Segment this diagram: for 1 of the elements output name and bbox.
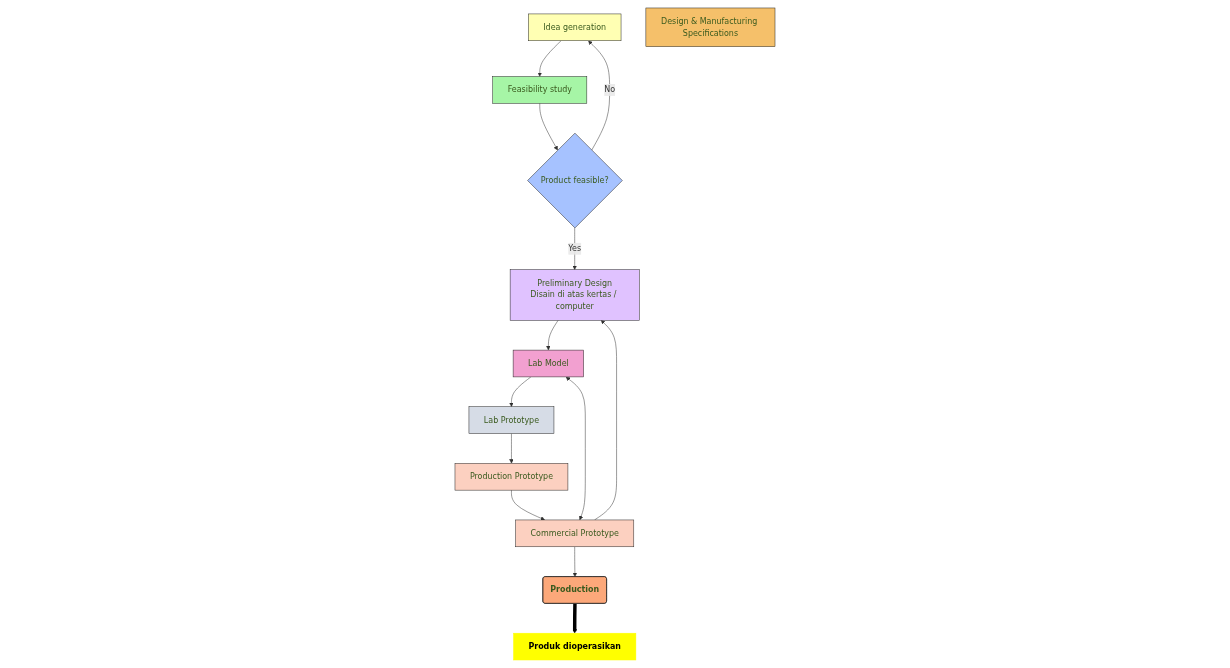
arrow — [572, 603, 577, 634]
